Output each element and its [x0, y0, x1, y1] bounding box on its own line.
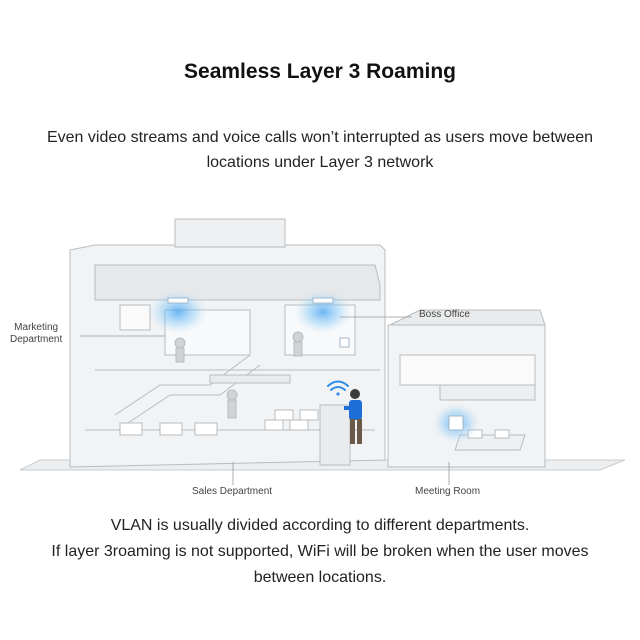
footer-line-1: VLAN is usually divided according to dif…	[110, 517, 530, 534]
label-marketing-line-2: Department	[10, 334, 63, 345]
label-marketing-department: Marketing Department	[10, 322, 62, 346]
footer-line-3: between locations.	[253, 569, 387, 586]
building-illustration	[19, 218, 626, 485]
label-boss-office: Boss Office	[419, 309, 470, 320]
wifi-coverage	[148, 290, 480, 443]
user-person	[344, 389, 362, 444]
label-meeting-room: Meeting Room	[415, 486, 481, 497]
footer-line-2: If layer 3roaming is not supported, WiFi…	[51, 543, 589, 560]
page-title: Seamless Layer 3 Roaming	[184, 60, 456, 83]
annex-building	[387, 309, 546, 468]
subtitle-line-2: locations under Layer 3 network	[206, 154, 434, 171]
footer-text: VLAN is usually divided according to dif…	[10, 513, 630, 591]
wifi-signal-icon	[327, 380, 349, 396]
label-sales-department: Sales Department	[192, 486, 273, 497]
access-point-icon	[167, 297, 464, 431]
label-marketing-line-1: Marketing	[14, 322, 59, 333]
label-leader-lines	[80, 316, 450, 485]
subtitle-line-1: Even video streams and voice calls won’t…	[46, 129, 594, 146]
page-subtitle: Even video streams and voice calls won’t…	[20, 125, 620, 175]
main-building	[69, 218, 386, 468]
